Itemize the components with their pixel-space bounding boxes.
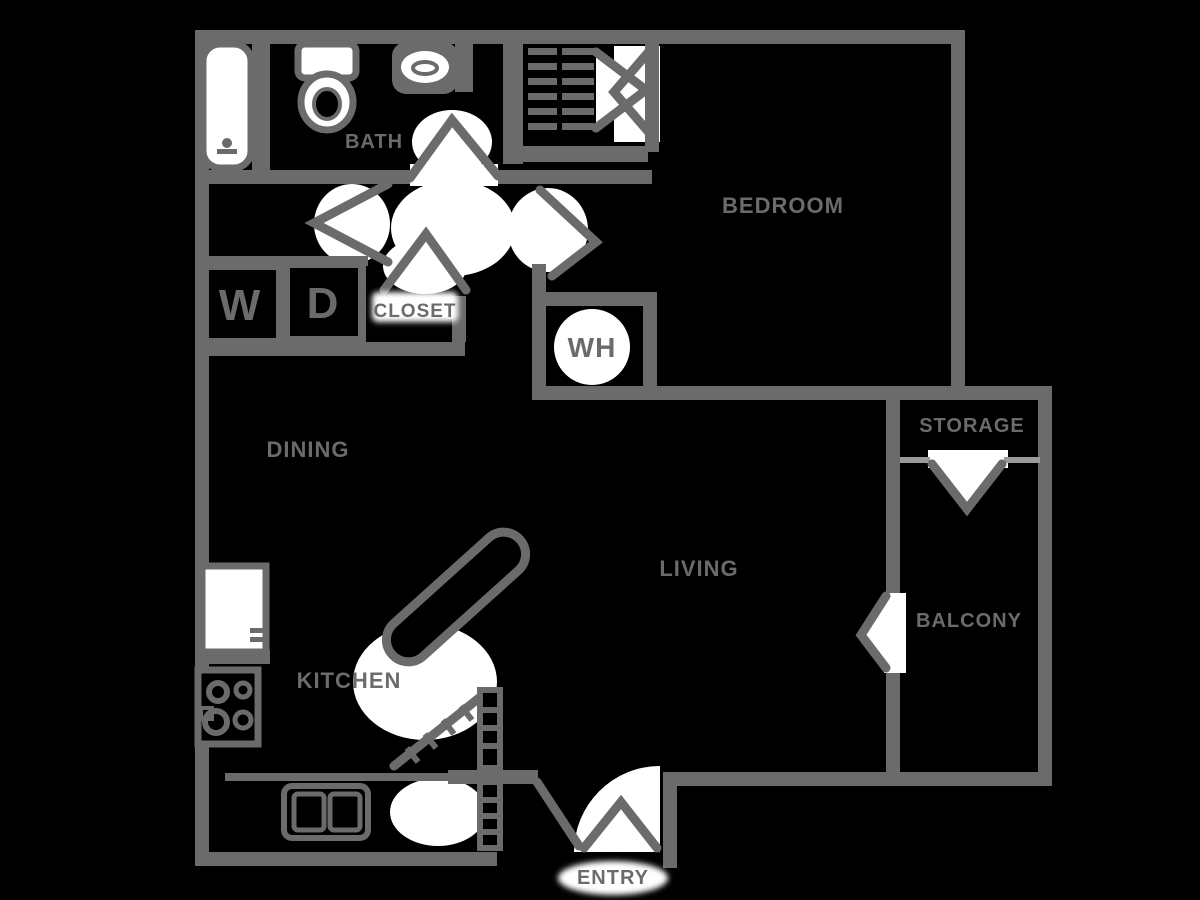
entry-side-door-leaf (532, 777, 584, 851)
storage-door (927, 459, 1007, 517)
wall-bedroom-east (951, 30, 965, 400)
walls (195, 30, 1052, 868)
bedroom-hall-door (535, 185, 603, 281)
pantry-door-leaf (381, 527, 531, 667)
wall-wh-west (532, 264, 546, 400)
wall-balcony-west-upper (886, 400, 900, 593)
bathtub (199, 40, 255, 172)
laundry-door-arc (314, 184, 390, 264)
laundry-closet-door (304, 179, 393, 267)
wall-wh-east (643, 306, 657, 400)
room-label-closet: CLOSET (373, 301, 456, 322)
closet-door-arc (383, 238, 467, 294)
wall-bedroom-south (532, 386, 958, 400)
bedroom-door (608, 43, 657, 141)
bath-door-arc (412, 110, 492, 174)
wall-balcony-top (951, 386, 1052, 400)
balcony-door (855, 591, 891, 673)
bathroom-sink (392, 42, 458, 94)
kitchen-sink (281, 783, 371, 841)
washer-box (198, 262, 284, 346)
counter-edge (225, 773, 450, 781)
wall-entry-north (448, 770, 538, 784)
linen-bifold-arc (596, 52, 650, 130)
room-label-kitchen: KITCHEN (297, 668, 402, 693)
wall-bath-south-left (195, 170, 410, 184)
water-heater (554, 309, 630, 385)
room-label-storage: STORAGE (919, 415, 1025, 437)
wall-laundry-top (195, 256, 368, 266)
wall-top (195, 30, 965, 44)
bedroom-hall-door-arc (508, 188, 588, 272)
dryer-label: D (307, 279, 340, 328)
wall-wh-top (546, 292, 657, 306)
entry-door (579, 794, 662, 853)
room-label-dining: DINING (267, 437, 350, 462)
door-leaves (304, 43, 1007, 853)
wall-entry-east (663, 772, 677, 868)
wall-tub-side (252, 37, 270, 176)
wall-linen-south (503, 146, 648, 162)
entry-label-glow (558, 861, 668, 895)
coat-closet-door (379, 226, 471, 295)
water-heater-label: WH (568, 332, 617, 363)
wall-linen-west (503, 40, 523, 164)
washer-label: W (219, 281, 262, 330)
balcony-doorway-gap (884, 593, 906, 673)
bath-door (405, 112, 503, 183)
kitchen-angled-door (389, 689, 489, 771)
wall-bottom-living (663, 772, 1052, 786)
wall-bath-vanity (455, 40, 473, 92)
pocket-door-leaf-upper (477, 687, 503, 771)
room-label-entry: ENTRY (577, 867, 649, 889)
room-label-bath: BATH (345, 131, 403, 153)
room-label-bedroom: BEDROOM (722, 193, 844, 218)
linen-bifold-door (591, 47, 654, 133)
toilet (294, 40, 360, 134)
room-label-balcony: BALCONY (916, 610, 1022, 632)
closet-label-glow (372, 292, 458, 322)
dryer-box (282, 260, 366, 344)
wall-balcony-west-lower (886, 673, 900, 786)
kitchen-door-arc (390, 778, 486, 846)
pocket-door-leaf-lower (477, 779, 503, 851)
storage-partition-right (1004, 457, 1040, 463)
storage-partition-left (900, 457, 930, 463)
wall-balcony-east (1038, 386, 1052, 786)
stove (194, 666, 262, 748)
wall-bottom-kitchen (195, 852, 497, 866)
linen-closet-shelves (528, 46, 594, 134)
wall-hall-north (498, 170, 652, 184)
storage-doorway-gap (928, 450, 1008, 468)
room-label-living: LIVING (659, 556, 738, 581)
room-labels: BATH BEDROOM CLOSET W D WH DINING LIVING… (219, 131, 1025, 895)
refrigerator (198, 562, 270, 656)
storage-door-arc (932, 464, 1002, 510)
fixtures (194, 40, 630, 841)
